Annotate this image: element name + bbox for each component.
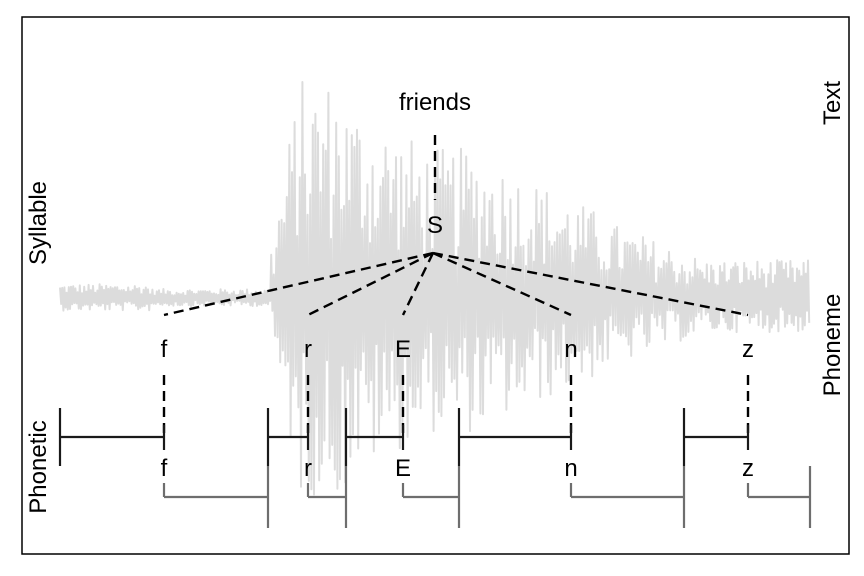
phone-label: z: [742, 455, 754, 482]
phoneme-label: f: [161, 336, 168, 363]
phonetic-segments: [58, 408, 812, 528]
phonetic-tier: f r E n z: [161, 455, 754, 482]
tier-label-phonetic: Phonetic: [25, 420, 52, 513]
phoneme-label: z: [742, 336, 754, 363]
syllable-link-line: [432, 251, 749, 317]
syllable-link-line: [401, 252, 435, 316]
phoneme-label: E: [395, 336, 411, 363]
phoneme-label: r: [304, 336, 312, 363]
phone-label: f: [161, 455, 168, 482]
speech-waveform: [59, 81, 811, 496]
phone-label: n: [564, 455, 577, 482]
phone-label: r: [304, 455, 312, 482]
syllable-label: S: [427, 212, 443, 239]
syllable-link-line: [163, 251, 434, 317]
tier-label-text: Text: [819, 81, 846, 125]
word-label: friends: [399, 89, 471, 116]
tier-label-syllable: Syllable: [25, 181, 52, 265]
tier-label-phoneme: Phoneme: [819, 294, 846, 397]
syllable-phoneme-links: [163, 251, 749, 317]
plot-frame: [21, 16, 850, 555]
phoneme-tier: f r E n z: [161, 336, 754, 363]
syllable-link-line: [307, 251, 434, 317]
syllable-link-line: [432, 251, 572, 317]
phoneme-label: n: [564, 336, 577, 363]
phone-label: E: [395, 455, 411, 482]
